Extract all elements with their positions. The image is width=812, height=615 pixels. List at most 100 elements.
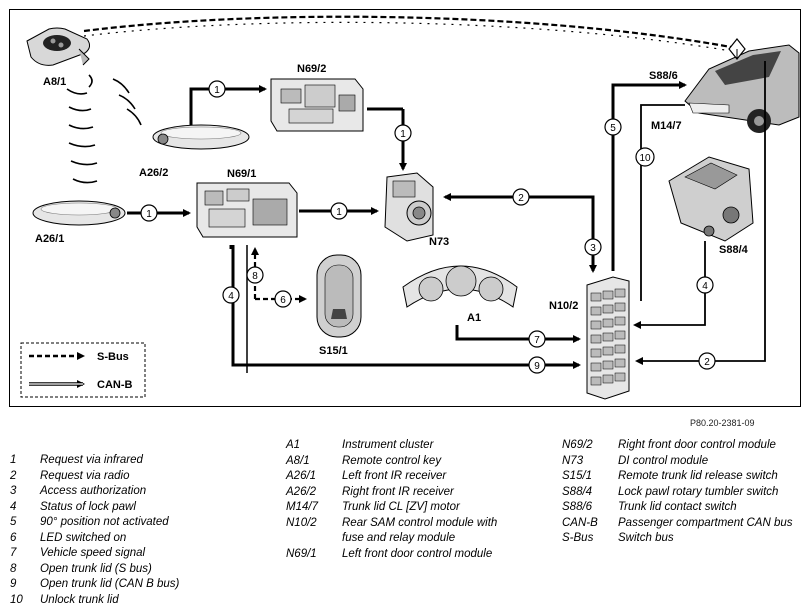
step-marker-1: 1 (330, 202, 348, 220)
legend-text: Vehicle speed signal (40, 547, 146, 559)
legend-s-bus: S-Bus (97, 351, 129, 363)
legend-key: S88/4 (562, 485, 593, 498)
legend-text: Open trunk lid (CAN B bus) (40, 578, 180, 590)
svg-text:9: 9 (534, 361, 540, 372)
wiring-diagram: A8/1 A26/2 A26/1 N69/2 N69/1 N73 (9, 9, 801, 407)
trunk-release-switch-icon (316, 254, 362, 338)
legend-key: A26/2 (286, 485, 317, 498)
legend-text: Right front door control module (618, 439, 776, 451)
legend-text: Request via radio (40, 469, 130, 482)
legend-key: N69/2 (562, 439, 593, 451)
legend-row: S-Bus Switch bus (562, 531, 800, 547)
legend-text: Left front door control module (342, 547, 493, 560)
svg-text:1: 1 (146, 209, 152, 220)
legend-text: Left front IR receiver (342, 470, 447, 482)
legend-key: 8 (10, 562, 17, 575)
legend-key: 4 (10, 500, 17, 513)
antenna-icon (728, 38, 746, 60)
label-n69-2: N69/2 (297, 63, 326, 75)
legend-text: Passenger compartment CAN bus (618, 516, 793, 529)
ir-receiver-right-icon (152, 124, 250, 150)
label-a26-2: A26/2 (139, 167, 168, 179)
step-marker-10: 10 (635, 147, 655, 167)
module-n69-1-icon (196, 182, 298, 238)
legend-row: 8 Open trunk lid (S bus) (10, 562, 179, 578)
figure-reference: P80.20-2381-09 (690, 418, 755, 428)
step-marker-6: 6 (274, 290, 292, 308)
legend-row: A1 Instrument cluster (286, 438, 520, 454)
label-s15-1: S15/1 (319, 345, 348, 357)
step-marker-2: 2 (512, 188, 530, 206)
legend-components-2: N69/2 Right front door control module N73… (562, 438, 800, 547)
legend-text: Trunk lid CL [ZV] motor (342, 501, 460, 513)
label-n69-1: N69/1 (227, 168, 256, 180)
legend-row: N69/2 Right front door control module (562, 438, 800, 454)
legend-text: Unlock trunk lid (40, 593, 119, 606)
legend-row: 2 Request via radio (10, 469, 179, 485)
legend-key: 5 (10, 516, 17, 528)
svg-text:1: 1 (400, 129, 406, 140)
step-marker-1: 1 (394, 124, 412, 142)
label-n10-2: N10/2 (549, 300, 578, 312)
step-marker-8: 8 (246, 266, 264, 284)
legend-key: N10/2 (286, 516, 317, 529)
legend-key: 1 (10, 454, 17, 466)
step-marker-7: 7 (528, 330, 546, 348)
legend-key: 2 (10, 469, 17, 482)
legend-key: S88/6 (562, 501, 593, 513)
legend-key: A1 (286, 439, 301, 451)
step-marker-9: 9 (528, 356, 546, 374)
trunk-lock-icon (668, 156, 754, 242)
svg-text:2: 2 (704, 357, 710, 368)
ir-beam (83, 15, 732, 52)
step-marker-1: 1 (140, 204, 158, 222)
legend-text: Request via infrared (40, 454, 143, 466)
legend-key: N73 (562, 454, 584, 467)
svg-text:10: 10 (639, 153, 651, 164)
legend-key: 9 (10, 578, 17, 590)
svg-text:8: 8 (252, 271, 258, 282)
step-marker-3: 3 (584, 238, 602, 256)
legend-text: Open trunk lid (S bus) (40, 562, 152, 575)
label-m14-7: M14/7 (651, 120, 682, 132)
label-n73: N73 (429, 236, 449, 248)
radio-waves (66, 74, 142, 184)
label-a1: A1 (467, 312, 481, 324)
legend-text: Switch bus (618, 532, 674, 544)
label-a26-1: A26/1 (35, 233, 64, 245)
svg-text:2: 2 (518, 193, 524, 204)
di-control-module-icon (384, 172, 434, 242)
svg-text:7: 7 (534, 335, 540, 346)
step-markers: 1 1 1 1 2 3 4 8 6 7 9 5 10 4 2 (140, 80, 716, 374)
legend-row: 1 Request via infrared (10, 453, 179, 469)
svg-text:4: 4 (228, 291, 234, 302)
legend-numbers: 1 Request via infrared 2 Request via radio… (10, 453, 179, 608)
legend-key: N69/1 (286, 547, 317, 560)
legend-text: Remote control key (342, 454, 442, 467)
legend-key: S-Bus (562, 532, 594, 544)
label-s88-6: S88/6 (649, 70, 678, 82)
step-marker-4: 4 (696, 276, 714, 294)
label-a8-1: A8/1 (43, 76, 66, 88)
legend-row: N69/1 Left front door control module (286, 547, 520, 563)
step-marker-2: 2 (698, 352, 716, 370)
legend-key: M14/7 (286, 501, 318, 513)
rear-sam-module-icon (586, 276, 630, 400)
instrument-cluster-icon (402, 265, 518, 308)
legend-text: Instrument cluster (342, 439, 434, 451)
legend-row: M14/7 Trunk lid CL [ZV] motor (286, 500, 520, 516)
step-marker-1: 1 (208, 80, 226, 98)
legend-key: 3 (10, 485, 17, 497)
